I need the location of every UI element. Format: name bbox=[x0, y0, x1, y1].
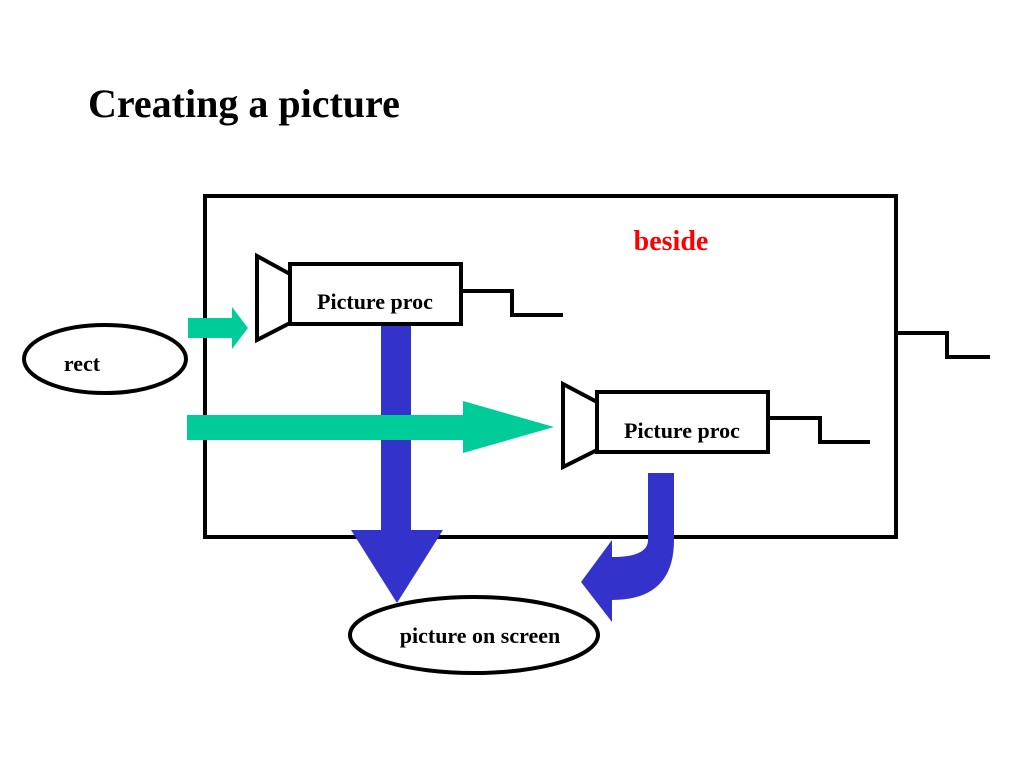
proc-bottom-funnel bbox=[561, 380, 599, 471]
proc-bottom-box bbox=[595, 390, 770, 454]
green-small-arrow bbox=[188, 307, 248, 349]
combiner-label: beside bbox=[634, 226, 709, 257]
input-ellipse bbox=[22, 323, 188, 395]
proc-bottom-label: Picture proc bbox=[624, 418, 740, 443]
proc-bottom-output-wire bbox=[768, 416, 870, 444]
blue-curved-arrow bbox=[581, 473, 674, 622]
output-label: picture on screen bbox=[400, 623, 561, 648]
beside-box bbox=[203, 194, 898, 539]
proc-top-funnel bbox=[255, 252, 292, 344]
green-long-arrow bbox=[187, 401, 554, 453]
proc-top-box bbox=[288, 262, 463, 326]
proc-top-label: Picture proc bbox=[317, 289, 433, 314]
beside-output-wire bbox=[898, 331, 990, 359]
slide-title: Creating a picture bbox=[88, 81, 400, 126]
proc-top-output-wire bbox=[461, 289, 563, 317]
input-label: rect bbox=[64, 351, 101, 376]
output-ellipse bbox=[348, 595, 600, 675]
blue-down-arrow bbox=[351, 323, 443, 603]
